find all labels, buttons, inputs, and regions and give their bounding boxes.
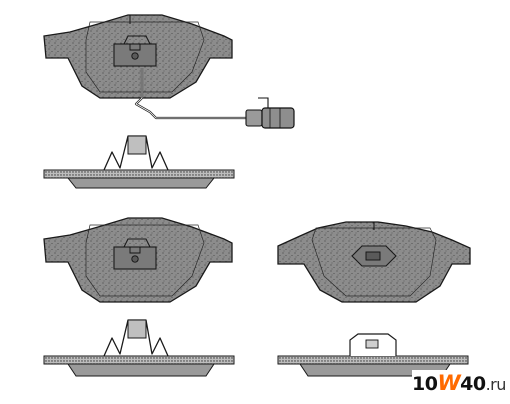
brake-pad-side-profile-upper (43, 135, 235, 189)
center-clip-tab (123, 35, 151, 45)
wear-sensor-connector-boot (245, 109, 263, 127)
brake-pad-front-view-with-wear-sensor (43, 14, 295, 129)
clip-block (127, 319, 147, 339)
brake-pad-front-view-right (277, 221, 471, 303)
clip-rivet (131, 52, 139, 60)
backing-plate-profile (66, 177, 216, 189)
center-clip-tab (123, 238, 151, 248)
watermark-domain: .ru (485, 375, 507, 394)
clip-notch (129, 44, 141, 51)
wear-sensor-wire-inner (135, 68, 248, 119)
connector-latch (258, 97, 269, 108)
brake-pad-side-profile-lower-left (43, 319, 235, 377)
watermark-brand: 10W40 (412, 371, 486, 395)
pad-friction-outline (85, 21, 205, 93)
wear-sensor-connector (261, 107, 295, 129)
friction-layer (43, 169, 235, 179)
friction-layer (43, 355, 235, 365)
clip-rivet (131, 255, 139, 263)
brake-pad-front-view-left (43, 217, 233, 303)
clip-notch (129, 247, 141, 254)
clip-block (365, 251, 381, 261)
friction-layer (277, 355, 469, 365)
backing-plate-profile (67, 363, 215, 377)
pad-friction-outline (311, 227, 437, 297)
clip-block (365, 339, 379, 349)
clip-block (127, 135, 147, 155)
watermark-logo: 10W40.ru (412, 370, 508, 396)
pad-friction-outline (85, 224, 205, 297)
